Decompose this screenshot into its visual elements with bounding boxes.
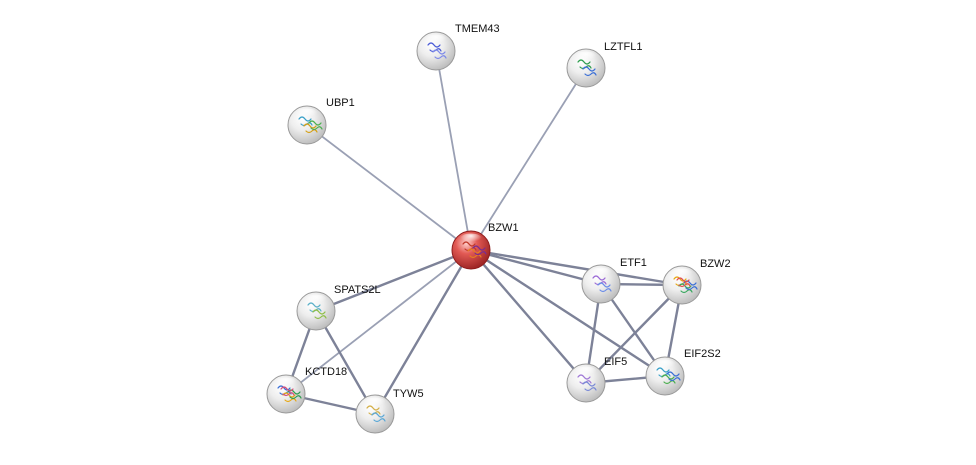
- node-label: UBP1: [326, 97, 355, 109]
- sphere-highlight: [304, 294, 328, 307]
- sphere-highlight: [459, 233, 483, 246]
- structure-glyph: [582, 66, 597, 77]
- structure-glyph: [661, 374, 676, 385]
- node-label: EIF5: [604, 356, 627, 368]
- sphere-highlight: [424, 34, 448, 47]
- structure-glyph: [432, 49, 447, 60]
- structure-glyph: [282, 392, 297, 403]
- node-etf1[interactable]: ETF1: [581, 257, 647, 304]
- node-ubp1[interactable]: UBP1: [287, 97, 355, 145]
- sphere-highlight: [670, 268, 694, 281]
- structure-glyph: [308, 120, 323, 131]
- structure-glyph: [287, 389, 302, 400]
- sphere-highlight: [574, 366, 598, 379]
- structure-glyph: [371, 412, 386, 423]
- sphere-highlight: [589, 267, 613, 280]
- sphere-highlight: [653, 359, 677, 372]
- edge-bzw1-bzw2[interactable]: [469, 248, 684, 287]
- edge-bzw2-eif5[interactable]: [584, 283, 684, 385]
- node-label: EIF2S2: [684, 348, 721, 360]
- node-label: BZW1: [488, 222, 519, 234]
- node-label: TYW5: [393, 388, 424, 400]
- node-kctd18[interactable]: KCTD18: [266, 366, 347, 414]
- node-bzw2[interactable]: BZW2: [662, 258, 731, 305]
- edge-bzw1-spats2l[interactable]: [314, 248, 473, 313]
- sphere-highlight: [274, 377, 298, 390]
- edge-bzw1-kctd18[interactable]: [285, 249, 472, 395]
- structure-glyph: [683, 280, 698, 291]
- node-bzw1[interactable]: BZW1: [451, 222, 519, 270]
- node-spats2l[interactable]: SPATS2L: [296, 284, 381, 331]
- node-tmem43[interactable]: TMEM43: [416, 23, 500, 71]
- edge-bzw1-lztfl1[interactable]: [470, 67, 587, 251]
- structure-glyph: [303, 123, 318, 134]
- edge-bzw1-tyw5[interactable]: [373, 248, 473, 416]
- structure-glyph: [467, 248, 482, 259]
- node-eif5[interactable]: EIF5: [566, 356, 627, 403]
- sphere-highlight: [574, 51, 598, 64]
- node-label: SPATS2L: [334, 284, 381, 296]
- edge-bzw1-ubp1[interactable]: [306, 124, 472, 251]
- structure-glyph: [597, 282, 612, 293]
- sphere-highlight: [363, 397, 387, 410]
- node-eif2s2[interactable]: EIF2S2: [645, 348, 721, 396]
- edge-bzw1-eif2s2[interactable]: [469, 248, 667, 378]
- sphere-highlight: [295, 108, 319, 121]
- node-tyw5[interactable]: TYW5: [355, 388, 424, 434]
- edge-bzw1-etf1[interactable]: [469, 248, 603, 286]
- node-label: ETF1: [620, 257, 647, 269]
- edge-spats2l-tyw5[interactable]: [314, 309, 377, 416]
- structure-glyph: [472, 245, 487, 256]
- edge-bzw1-tmem43[interactable]: [435, 50, 472, 251]
- structure-glyph: [582, 381, 597, 392]
- node-label: TMEM43: [455, 23, 500, 35]
- node-label: LZTFL1: [604, 41, 643, 53]
- structure-glyph: [666, 371, 681, 382]
- edge-bzw1-eif5[interactable]: [469, 248, 588, 385]
- structure-glyph: [678, 283, 693, 294]
- structure-glyph: [312, 309, 327, 320]
- node-label: KCTD18: [305, 366, 347, 378]
- node-label: BZW2: [700, 258, 731, 270]
- node-lztfl1[interactable]: LZTFL1: [566, 41, 643, 88]
